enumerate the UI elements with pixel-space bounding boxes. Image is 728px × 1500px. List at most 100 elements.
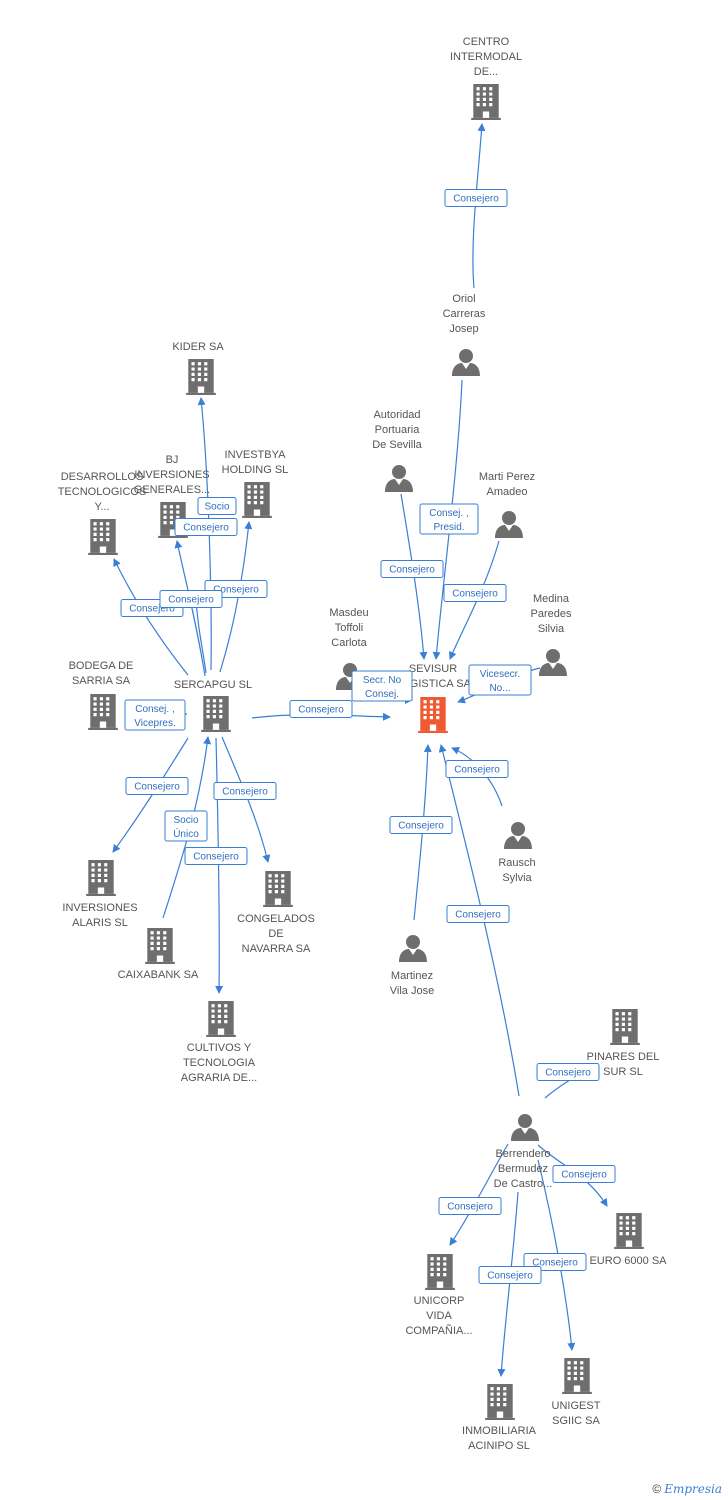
node-unicorp[interactable]: UNICORPVIDACOMPAÑIA...: [405, 1254, 473, 1337]
edge-marti-to-sevisur: [448, 540, 500, 660]
node-label: VIDA: [426, 1310, 452, 1322]
node-kider[interactable]: KIDER SA: [172, 341, 224, 395]
edge-label-badge[interactable]: Consejero: [552, 1165, 616, 1183]
edge-label-box: [468, 664, 532, 696]
edge-label-badge[interactable]: Consej. ,Vicepres.: [124, 699, 186, 731]
edge-label-badge[interactable]: Consejero: [445, 760, 509, 778]
building-icon: [206, 1001, 236, 1037]
edge-label-box: [351, 670, 413, 702]
edge-label-text: Secr. No: [363, 675, 402, 686]
edge-label-badge[interactable]: Consejero: [389, 816, 453, 834]
node-label: Medina: [533, 593, 570, 605]
node-label: KIDER SA: [172, 341, 224, 353]
node-label: SARRIA SA: [72, 675, 131, 687]
building-icon: [201, 696, 231, 732]
building-icon: [485, 1384, 515, 1420]
node-label: TECNOLOGIA: [183, 1057, 256, 1069]
edge-label-text: Único: [173, 827, 199, 840]
node-label: UNICORP: [414, 1295, 465, 1307]
edge-label-badge[interactable]: Consejero: [159, 590, 223, 608]
node-label: AGRARIA DE...: [181, 1072, 257, 1084]
node-bj[interactable]: BJINVERSIONESGENERALES...: [134, 454, 210, 538]
node-label: Marti Perez: [479, 471, 535, 483]
edge-line: [113, 558, 189, 676]
node-caixabank[interactable]: CAIXABANK SA: [118, 928, 199, 981]
node-label: Toffoli: [335, 622, 364, 634]
edge-label-badge[interactable]: Consejero: [213, 782, 277, 800]
node-desarrollos[interactable]: DESARROLLOSTECNOLOGICOSY...: [58, 471, 147, 555]
edge-label-text: Consej. ,: [429, 508, 468, 519]
edge-label-text: No...: [489, 683, 510, 694]
edge-label-text: Consejero: [532, 1258, 578, 1269]
edge-line: [197, 397, 212, 671]
edge-label-badge[interactable]: Consejero: [438, 1197, 502, 1215]
edge-label-badge[interactable]: Consejero: [446, 905, 510, 923]
node-label: Silvia: [538, 623, 565, 635]
edge-label-badge[interactable]: Consej. , Presid.: [419, 503, 479, 535]
person-icon: [495, 511, 523, 538]
building-icon: [471, 84, 501, 120]
node-sercapgu[interactable]: SERCAPGU SL: [174, 679, 252, 732]
edge-label-badge[interactable]: Consejero: [536, 1063, 600, 1081]
building-icon: [86, 860, 116, 896]
edge-sercapgu-to-kider: [192, 599, 207, 674]
edge-label-badge[interactable]: Consejero: [289, 700, 353, 718]
edge-label-text: Presid.: [433, 522, 464, 533]
node-euro6000[interactable]: EURO 6000 SA: [589, 1213, 667, 1267]
edge-label-text: Consejero: [183, 523, 229, 534]
node-label: Josep: [449, 323, 478, 335]
edge-label-badge[interactable]: Consejero: [174, 518, 238, 536]
edge-label-badge[interactable]: Consejero: [478, 1266, 542, 1284]
edge-label-badge[interactable]: Vicesecr.No...: [468, 664, 532, 696]
edge-label-text: Consejero: [455, 910, 501, 921]
building-icon: [263, 871, 293, 907]
node-label: CENTRO: [463, 36, 510, 48]
building-icon: [186, 359, 216, 395]
building-icon: [610, 1009, 640, 1045]
edge-label-text: Consejero: [213, 585, 259, 596]
node-label: Y...: [94, 501, 109, 513]
edge-label-text: Consejero: [561, 1170, 607, 1181]
edge-label-badge[interactable]: Consejero: [125, 777, 189, 795]
person-icon: [385, 465, 413, 492]
edge-label-box: [443, 584, 507, 602]
person-icon: [504, 822, 532, 849]
edge-line: [449, 1143, 509, 1246]
edge-label-box: [445, 760, 509, 778]
edge-label-badge[interactable]: Consejero: [443, 584, 507, 602]
empresia-logo[interactable]: Empresia: [664, 1482, 722, 1496]
edge-label-badge[interactable]: Socio: [197, 497, 237, 515]
edge-label-badge[interactable]: Consejero: [184, 847, 248, 865]
edge-label-badge[interactable]: Consejero: [444, 189, 508, 207]
node-bodega[interactable]: BODEGA DE SARRIA SA: [69, 660, 134, 730]
node-centro[interactable]: CENTROINTERMODALDE...: [450, 36, 522, 120]
node-label: DE...: [474, 66, 498, 78]
node-label: DESARROLLOS: [61, 471, 144, 483]
node-label: EURO 6000 SA: [589, 1255, 667, 1267]
node-label: UNIGEST: [552, 1400, 601, 1412]
edge-label-box: [174, 518, 238, 536]
node-label: SERCAPGU SL: [174, 679, 252, 691]
node-label: HOLDING SL: [222, 464, 289, 476]
node-label: ALARIS SL: [72, 917, 128, 929]
edge-label-badge[interactable]: Consejero: [380, 560, 444, 578]
node-label: BODEGA DE: [69, 660, 134, 672]
